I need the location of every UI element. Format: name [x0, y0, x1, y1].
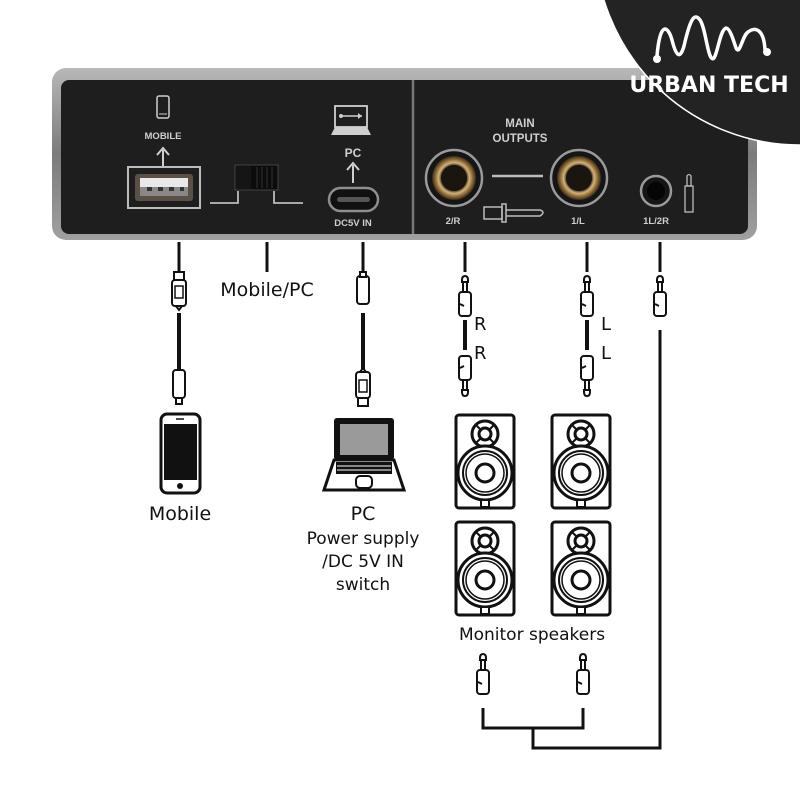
3-5mm-plug-icon [684, 173, 694, 213]
channel-left-label-top: L [601, 314, 611, 335]
brand-name: URBAN TECH [629, 73, 788, 98]
pc-label: PC [351, 503, 376, 525]
brand-logo: URBAN TECH [603, 0, 800, 146]
main-outputs-title-line1: MAIN [505, 118, 534, 130]
speaker-icon [454, 520, 516, 617]
jack-output-3-5mm[interactable] [639, 174, 673, 208]
mobile-port-label: MOBILE [145, 131, 182, 142]
jack-plug-speaker-left [476, 653, 490, 695]
pc-port-label: PC [345, 146, 362, 160]
speakers-label: Monitor speakers [459, 625, 605, 645]
usb-c-plug-pc [356, 271, 370, 305]
pc-caption-line3: switch [336, 575, 390, 595]
channel-left-label-bottom: L [601, 343, 611, 364]
jack-output-1l[interactable] [549, 148, 609, 208]
jack-plug-speaker-right [576, 653, 590, 695]
jack-plug-aux [653, 275, 667, 317]
speaker-icon [550, 413, 612, 510]
switch-label: Mobile/PC [220, 279, 313, 301]
channel-right-label-bottom: R [474, 343, 487, 364]
usb-plug-mobile-top [171, 271, 187, 311]
jack-plug-r-bottom [458, 355, 472, 397]
arrow-up-icon [346, 161, 360, 183]
quarter-inch-plug-icon [483, 203, 544, 223]
jack-plug-l-bottom [580, 355, 594, 397]
pc-port-sublabel: DC5V IN [334, 218, 372, 229]
jack-aux-label: 1L/2R [643, 216, 669, 227]
device-rear-panel: MOBILE [52, 68, 757, 240]
jack-plug-r-top [458, 275, 472, 317]
pc-caption-line2: /DC 5V IN [322, 552, 404, 572]
wiring [177, 242, 662, 750]
speaker-icon [550, 520, 612, 617]
channel-right-label-top: R [474, 314, 487, 335]
main-outputs-title-line2: OUTPUTS [493, 133, 548, 145]
usb-a-plug-pc [355, 367, 371, 407]
speaker-icon [454, 413, 516, 510]
smartphone-icon [156, 95, 170, 119]
jack-plug-l-top [580, 275, 594, 317]
jack-left-label: 1/L [571, 216, 585, 227]
jack-output-2r[interactable] [424, 148, 484, 208]
arrow-up-icon [156, 146, 170, 167]
panel-face [61, 80, 748, 234]
usb-a-port[interactable] [127, 166, 201, 209]
jack-right-label: 2/R [446, 216, 461, 227]
mobile-label: Mobile [149, 503, 211, 525]
laptop-icon [321, 418, 407, 492]
smartphone-icon [159, 412, 202, 495]
laptop-usb-icon [331, 105, 371, 135]
usb-c-plug-mobile [172, 369, 186, 405]
sound-wave-icon [653, 15, 771, 63]
pc-caption-line1: Power supply [307, 529, 420, 549]
mobile-pc-slide-switch[interactable] [210, 164, 303, 204]
usb-c-port[interactable] [327, 186, 380, 213]
